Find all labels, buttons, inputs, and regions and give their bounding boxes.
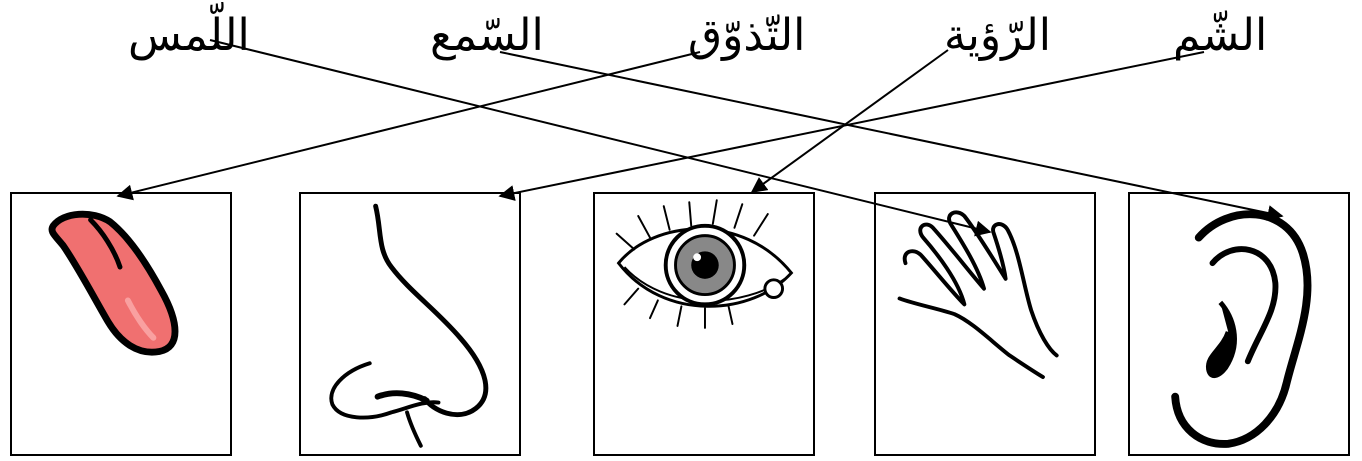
eye-picture-box [593, 192, 815, 456]
ear-picture-box [1128, 192, 1350, 456]
eye-icon [595, 194, 813, 454]
arrow-sight-eye [752, 50, 948, 192]
hand-icon [876, 194, 1094, 454]
label-hearing: السّمع [430, 8, 544, 64]
tongue-picture-box [10, 192, 232, 456]
arrow-smell-nose [500, 52, 1204, 196]
label-touch: اللّمس [128, 8, 250, 64]
hand-picture-box [874, 192, 1096, 456]
nose-picture-box [299, 192, 521, 456]
label-sight: الرّؤية [944, 8, 1051, 64]
tongue-icon [12, 194, 230, 454]
label-taste: التّذوّق [688, 8, 805, 64]
nose-icon [301, 194, 519, 454]
arrow-taste-tongue [118, 52, 700, 196]
ear-icon [1130, 194, 1348, 454]
label-smell: الشّم [1173, 8, 1267, 64]
